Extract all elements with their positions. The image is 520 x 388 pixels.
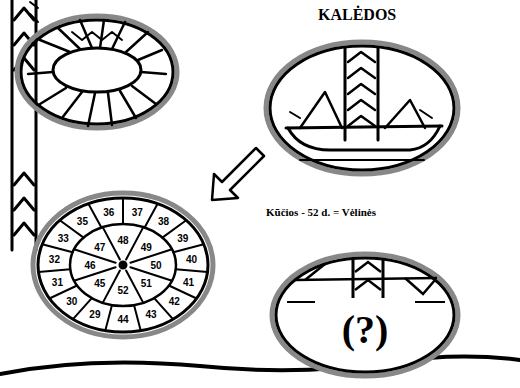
calendar-number: 52 bbox=[116, 285, 129, 296]
note-text: Kūčios - 52 d. = Vėlinės bbox=[264, 206, 378, 218]
calendar-number: 41 bbox=[182, 276, 195, 287]
calendar-number: 51 bbox=[140, 277, 153, 288]
outer-ring bbox=[33, 193, 213, 337]
calendar-number: 32 bbox=[48, 254, 61, 265]
calendar-number: 43 bbox=[145, 309, 158, 320]
calendar-number: 42 bbox=[168, 296, 181, 307]
decor-dash bbox=[287, 301, 445, 303]
calendar-mid-ring bbox=[70, 224, 176, 306]
calendar-divider bbox=[39, 269, 71, 272]
heading: KALĖDOS bbox=[318, 6, 396, 24]
calendar-divider bbox=[134, 305, 141, 330]
calendar-number: 30 bbox=[65, 296, 78, 307]
calendar-oval bbox=[38, 198, 208, 332]
calendar-number: 37 bbox=[131, 207, 144, 218]
zigzag bbox=[72, 32, 122, 40]
calendar-number: 46 bbox=[83, 260, 96, 271]
calendar-number: 31 bbox=[51, 276, 64, 287]
calendar-divider bbox=[176, 269, 208, 272]
calendar-divider bbox=[105, 305, 112, 330]
calendar-number: 33 bbox=[57, 233, 70, 244]
oval-border bbox=[276, 258, 454, 372]
calendar-number: 29 bbox=[88, 309, 101, 320]
center-dot bbox=[120, 262, 126, 268]
band-line bbox=[11, 0, 14, 250]
calendar-number: 45 bbox=[93, 277, 106, 288]
decor-band bbox=[353, 259, 383, 298]
outer-ring bbox=[266, 42, 458, 174]
calendar-number: 50 bbox=[149, 260, 162, 271]
oval-text: (?) bbox=[339, 308, 392, 352]
ground-line bbox=[0, 356, 520, 374]
deck bbox=[286, 126, 442, 128]
inner-oval bbox=[53, 48, 141, 92]
ship-tick bbox=[290, 110, 432, 118]
calendar-divider bbox=[88, 204, 101, 228]
decor-chevrons bbox=[355, 262, 381, 290]
calendar-number: 48 bbox=[116, 235, 129, 246]
calendar-divider bbox=[42, 244, 72, 252]
band-tick bbox=[30, 2, 38, 22]
calendar-number: 36 bbox=[102, 207, 115, 218]
mast-chevrons bbox=[348, 52, 375, 126]
calendar-divider bbox=[173, 244, 203, 252]
hollow-arrow bbox=[212, 148, 264, 200]
calendar-divider bbox=[145, 204, 158, 228]
text-holder: (?) bbox=[268, 250, 462, 380]
calendar-divider bbox=[122, 198, 124, 224]
calendar-number: 40 bbox=[185, 254, 198, 265]
calendar-number: 44 bbox=[116, 314, 129, 325]
hull bbox=[288, 126, 440, 150]
decor-line bbox=[295, 278, 437, 280]
calendar-number: 38 bbox=[157, 216, 170, 227]
keel bbox=[300, 159, 424, 161]
decor-strokes bbox=[305, 264, 435, 294]
ornament-rays bbox=[28, 20, 166, 126]
outer-ring bbox=[272, 254, 458, 376]
calendar-number: 39 bbox=[176, 233, 189, 244]
oval-node: (?) bbox=[268, 250, 462, 380]
calendar-number: 47 bbox=[93, 242, 106, 253]
sail bbox=[300, 92, 425, 128]
calendar-number: 35 bbox=[76, 216, 89, 227]
ship-oval bbox=[270, 46, 454, 170]
outer-ring bbox=[17, 16, 177, 128]
calendar-number: 49 bbox=[140, 242, 153, 253]
